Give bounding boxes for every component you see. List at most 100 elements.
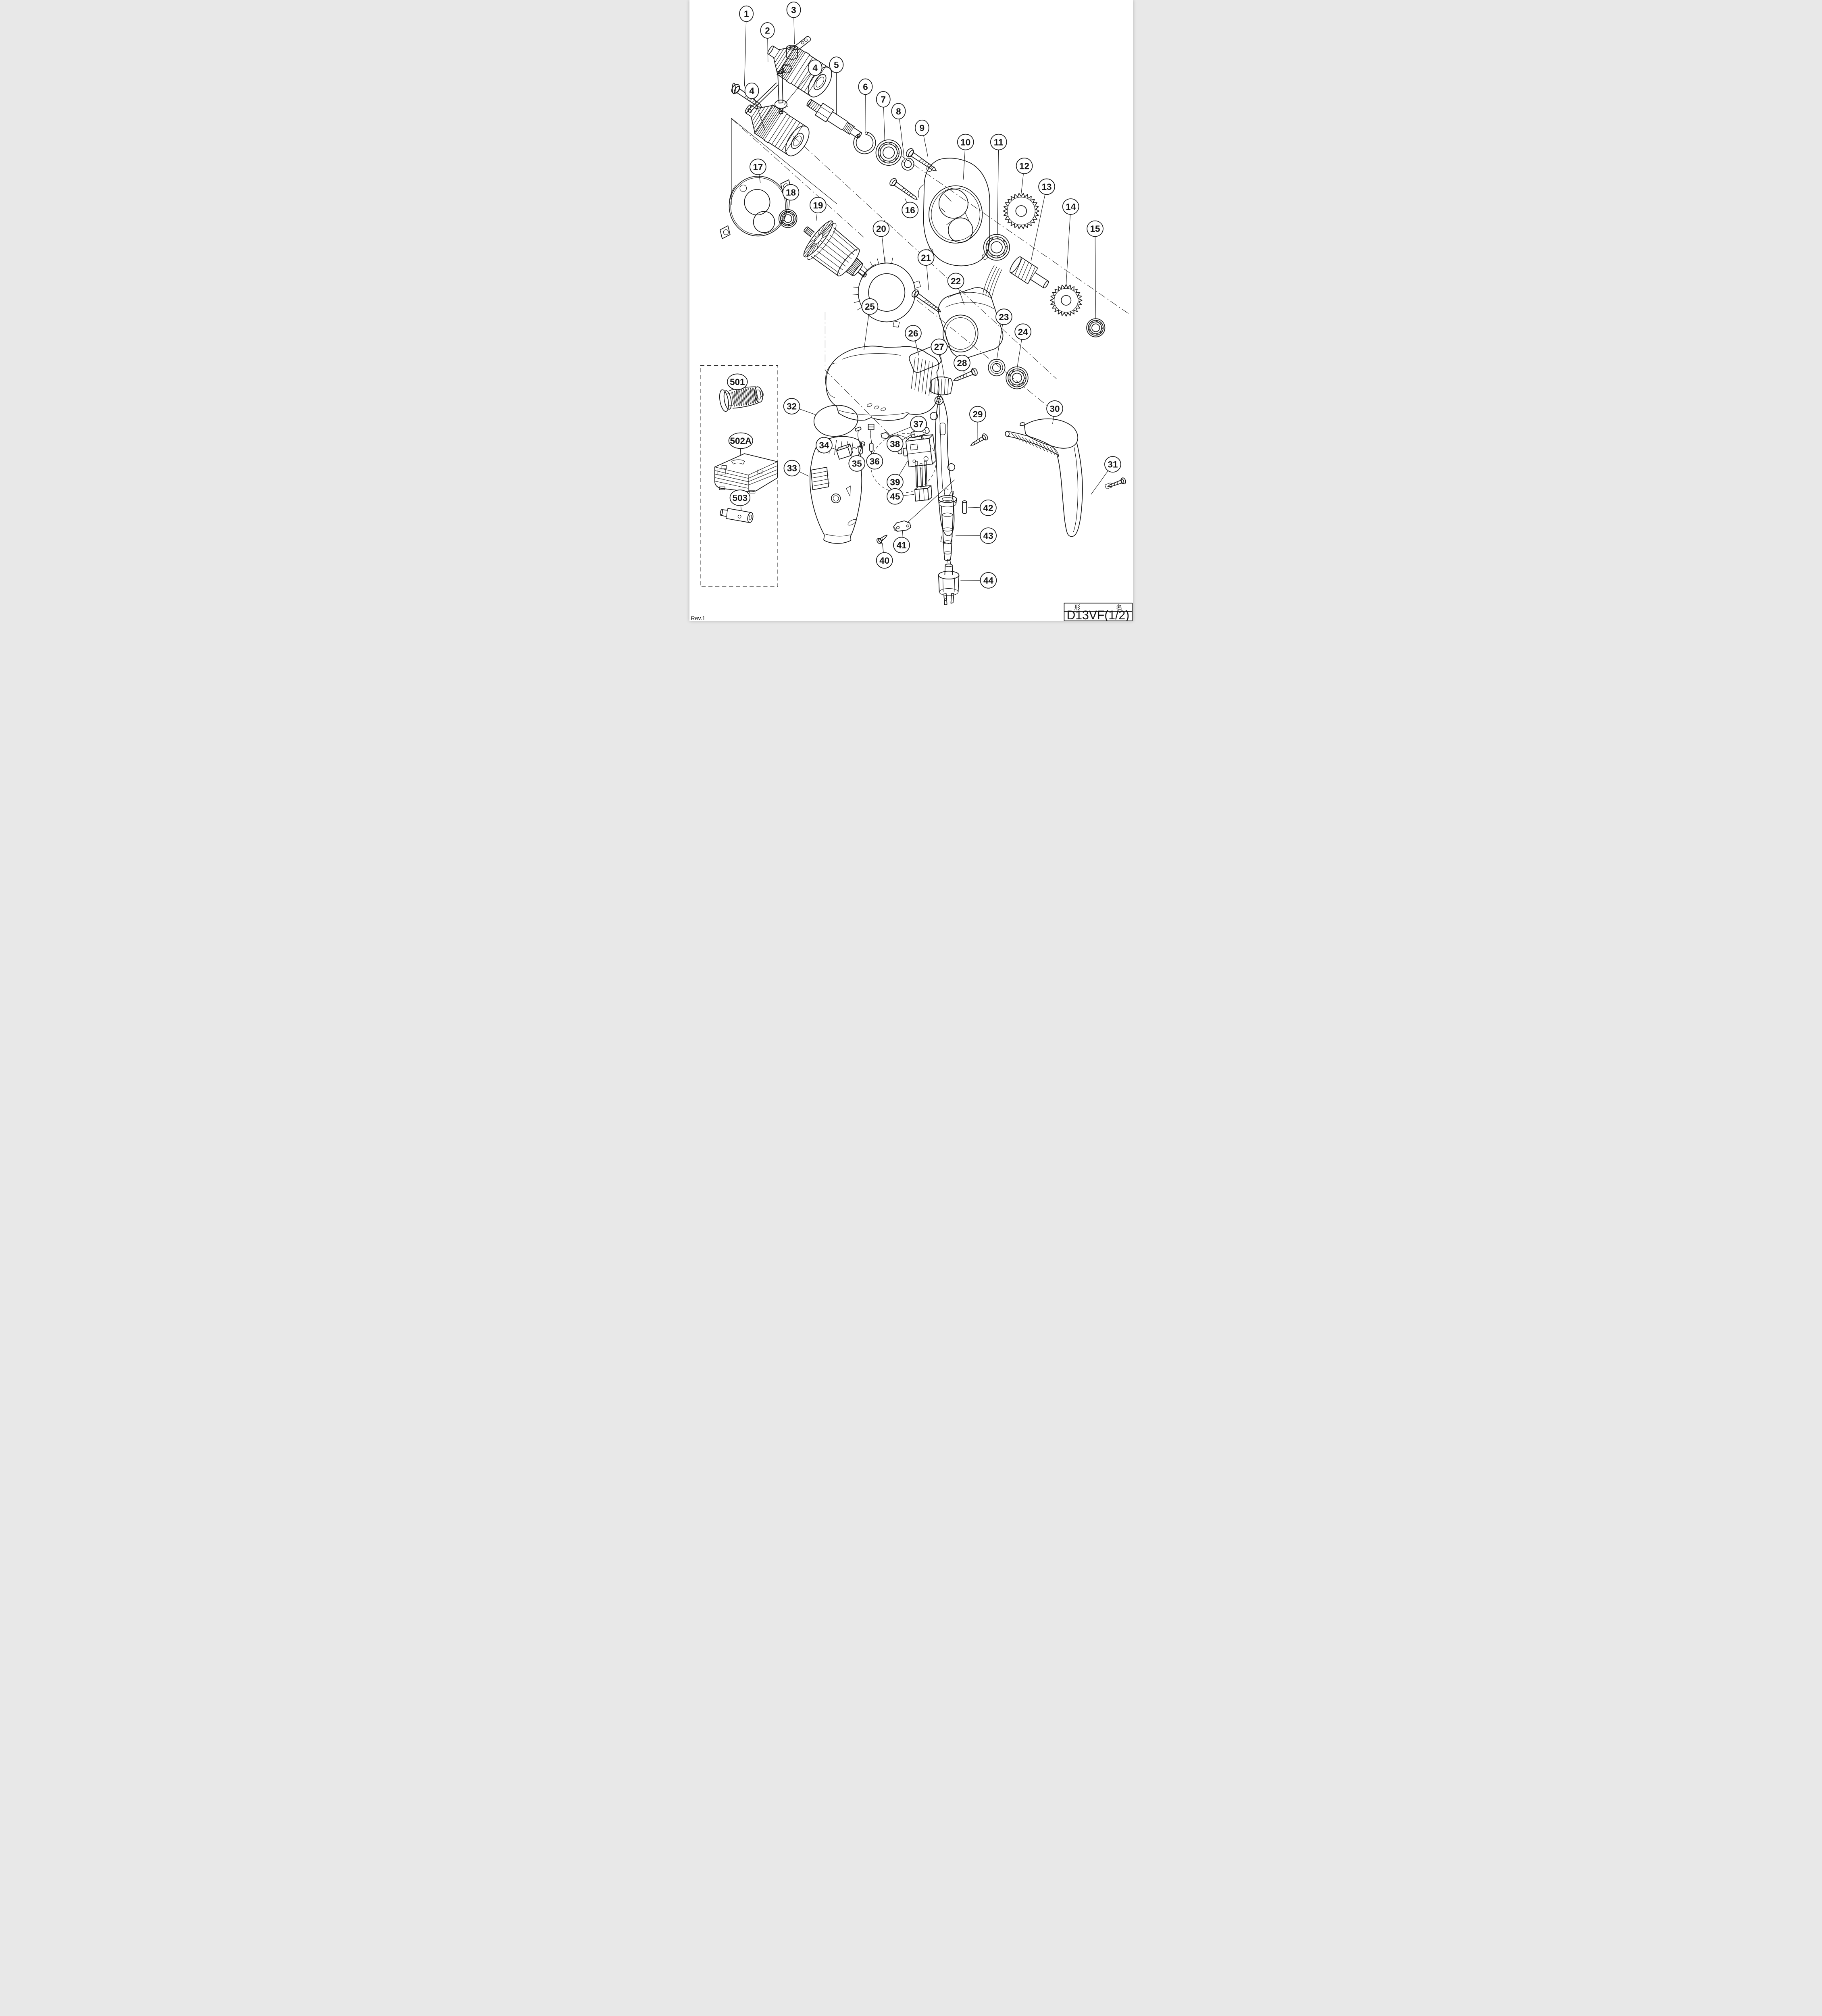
- callout-502A: 502A: [728, 432, 753, 449]
- callout-number: 3: [791, 5, 796, 15]
- part-screw-40: [876, 535, 887, 544]
- callout-number: 13: [1041, 182, 1052, 192]
- part-plug-44: [938, 559, 959, 605]
- callout-14: 14: [1062, 198, 1079, 215]
- part-spindle-5: [806, 99, 862, 139]
- callout-number: 40: [879, 556, 889, 566]
- part-housing-25: [825, 346, 939, 421]
- part-washer-23: [987, 359, 1005, 377]
- leader-lines: [737, 10, 1113, 581]
- gear-shape: [1049, 284, 1083, 317]
- callout-12: 12: [1016, 158, 1033, 174]
- part-screw-31: [1104, 477, 1126, 489]
- callout-number: 20: [876, 224, 886, 234]
- callout-number: 501: [730, 377, 745, 387]
- callout-number: 15: [1090, 224, 1100, 234]
- callout-number: 28: [957, 358, 967, 368]
- callout-number: 4: [749, 86, 754, 96]
- part-screw-16: [889, 178, 918, 200]
- callout-10: 10: [957, 133, 974, 150]
- callout-32: 32: [783, 398, 800, 414]
- callout-36: 36: [866, 453, 883, 470]
- callout-27: 27: [930, 338, 947, 355]
- part-gear-14: [1049, 284, 1083, 317]
- screw-shape: [911, 289, 941, 312]
- callout-number: 21: [921, 253, 931, 263]
- callout-15: 15: [1086, 220, 1104, 237]
- callout-number: 44: [983, 575, 993, 585]
- callout-16: 16: [901, 202, 918, 219]
- callout-501: 501: [727, 373, 748, 390]
- part-ring-6: [853, 131, 876, 154]
- bearing-shape: [778, 209, 797, 228]
- part-pinion-13: [1009, 256, 1049, 289]
- callout-23: 23: [995, 308, 1012, 325]
- callout-number: 9: [919, 123, 924, 133]
- callout-number: 10: [960, 137, 970, 147]
- part-pin-42: [962, 500, 967, 514]
- callout-4: 4: [808, 59, 822, 76]
- callout-1: 1: [739, 5, 754, 22]
- part-gear-12: [1003, 193, 1039, 229]
- callout-45: 45: [886, 488, 904, 505]
- part-depth-gauge-503: [720, 508, 753, 523]
- callout-34: 34: [815, 437, 833, 454]
- callout-30: 30: [1046, 400, 1063, 417]
- callout-18: 18: [782, 184, 799, 201]
- callout-4: 4: [744, 82, 759, 99]
- callout-number: 6: [863, 82, 868, 92]
- callout-number: 23: [999, 312, 1009, 322]
- callout-number: 34: [819, 440, 829, 450]
- callout-number: 7: [881, 94, 885, 104]
- callout-35: 35: [848, 455, 865, 472]
- callout-number: 26: [908, 328, 918, 338]
- part-stator-22: [938, 265, 1003, 359]
- part-bearing-7: [875, 140, 902, 166]
- bearing-shape: [1086, 318, 1105, 337]
- callout-21: 21: [917, 249, 934, 266]
- part-armature-19: [803, 220, 867, 278]
- callout-42: 42: [979, 500, 997, 516]
- callout-number: 35: [852, 458, 862, 469]
- model-number: D13VF(1/2): [1066, 608, 1129, 621]
- callout-number: 16: [905, 205, 915, 215]
- part-wire-35: [854, 427, 863, 457]
- construction-lines: [700, 118, 1129, 587]
- callout-number: 11: [993, 137, 1003, 147]
- part-switch-39: [902, 434, 937, 467]
- callout-number: 4: [812, 63, 818, 73]
- part-screw-21: [911, 289, 941, 312]
- retaining-ring-shape: [853, 131, 876, 154]
- callout-number: 502A: [730, 436, 752, 446]
- callout-7: 7: [876, 91, 891, 108]
- callout-number: 8: [896, 106, 901, 117]
- callout-number: 38: [890, 439, 900, 449]
- callout-number: 503: [732, 493, 747, 503]
- part-bearing-11: [983, 234, 1010, 261]
- part-wire-36: [868, 424, 874, 454]
- callout-25: 25: [861, 298, 878, 315]
- bearing-shape: [983, 234, 1010, 261]
- part-ring-8: [901, 158, 914, 171]
- part-screw-29: [970, 433, 988, 446]
- title-block-header: 形 名: [1074, 604, 1133, 611]
- screw-shape: [970, 433, 988, 446]
- screw-shape: [906, 148, 937, 171]
- callout-9: 9: [914, 119, 929, 136]
- callout-number: 43: [983, 531, 993, 541]
- callout-33: 33: [783, 460, 800, 477]
- retaining-ring-shape: [901, 158, 914, 171]
- part-bearing-15: [1086, 318, 1105, 337]
- part-case-502A: [714, 453, 778, 494]
- screw-shape: [953, 368, 978, 381]
- callout-number: 12: [1019, 161, 1029, 171]
- callout-24: 24: [1014, 323, 1031, 340]
- part-handle-cover-30: [1004, 418, 1083, 537]
- screw-shape: [889, 178, 918, 200]
- part-screw-28: [953, 368, 978, 381]
- part-chuck-lower-4: [744, 104, 810, 156]
- bearing-shape: [1005, 367, 1029, 389]
- revision-label: Rev.1: [691, 615, 705, 621]
- callout-number: 32: [787, 402, 797, 412]
- part-brush-cap-34: [836, 441, 865, 460]
